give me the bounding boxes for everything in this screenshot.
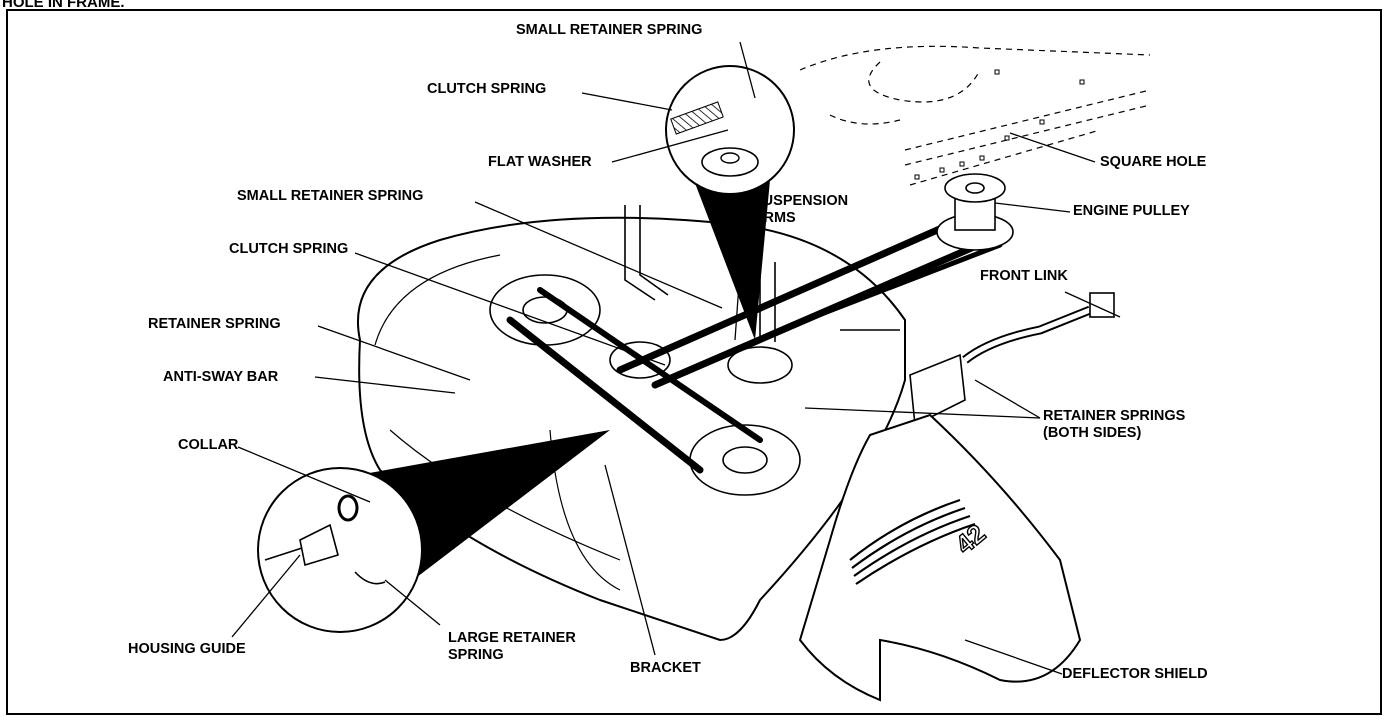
detail-circle-top	[665, 65, 795, 195]
label-retainer-springs: RETAINER SPRINGS (BOTH SIDES)	[1043, 408, 1185, 442]
label-flat-washer: FLAT WASHER	[488, 154, 592, 170]
label-retainer-springs-line2: (BOTH SIDES)	[1043, 425, 1142, 441]
label-deflector-shield: DEFLECTOR SHIELD	[1062, 666, 1208, 682]
label-collar: COLLAR	[178, 437, 239, 453]
figure-frame	[6, 9, 1382, 715]
leader-lines	[231, 41, 1121, 675]
label-suspension-arms-line1: SUSPENSION	[753, 193, 849, 209]
deflector-shield	[798, 413, 1082, 702]
label-clutch-spring: CLUTCH SPRING	[229, 241, 349, 257]
label-anti-sway-bar: ANTI-SWAY BAR	[163, 369, 279, 385]
label-small-retainer-spring-top: SMALL RETAINER SPRING	[516, 22, 703, 38]
page-caption: HOLE IN FRAME.	[2, 0, 125, 11]
label-small-retainer-spring: SMALL RETAINER SPRING	[237, 188, 424, 204]
label-retainer-springs-line1: RETAINER SPRINGS	[1043, 408, 1186, 424]
detail-circle-bottom	[257, 467, 423, 633]
label-square-hole: SQUARE HOLE	[1100, 154, 1207, 170]
label-large-retainer-spring: LARGE RETAINER SPRING	[448, 630, 576, 664]
label-front-link: FRONT LINK	[980, 268, 1068, 284]
label-large-retainer-spring-line2: SPRING	[448, 647, 504, 663]
label-suspension-arms-line2: ARMS	[753, 210, 796, 226]
label-large-retainer-spring-line1: LARGE RETAINER	[448, 630, 576, 646]
label-retainer-spring: RETAINER SPRING	[148, 316, 281, 332]
label-bracket: BRACKET	[630, 660, 701, 676]
label-suspension-arms: SUSPENSION ARMS	[753, 193, 848, 227]
label-housing-guide: HOUSING GUIDE	[128, 641, 246, 657]
engine-pulley	[936, 173, 1014, 251]
tractor-frame	[799, 45, 1151, 186]
label-engine-pulley: ENGINE PULLEY	[1073, 203, 1190, 219]
drive-belts	[506, 216, 1003, 474]
label-clutch-spring-top: CLUTCH SPRING	[427, 81, 547, 97]
callout-wedge-top	[690, 170, 770, 340]
square-holes	[914, 69, 1085, 180]
